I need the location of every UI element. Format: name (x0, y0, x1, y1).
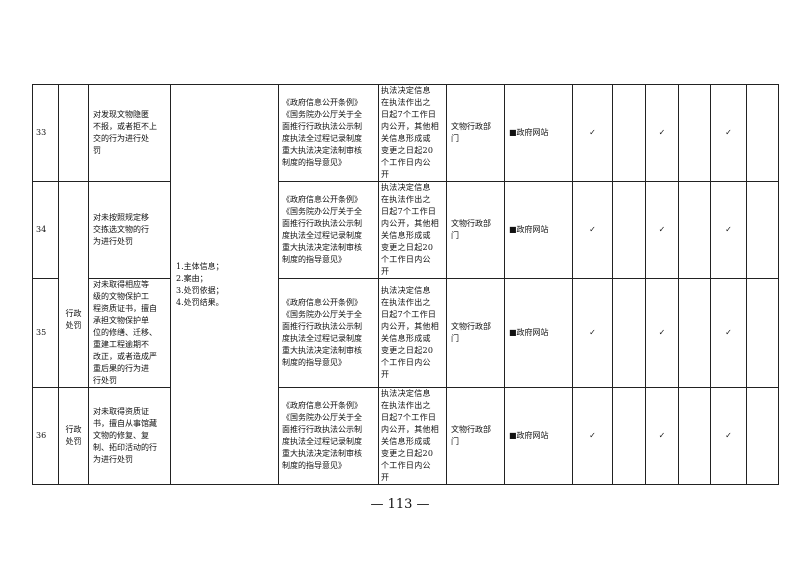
basis-cell: 《政府信息公开条例》《国务院办公厅关于全面推行行政执法公示制度执法全过程记录制度… (278, 278, 379, 388)
check-icon: ✓ (572, 181, 613, 279)
item-cell: 对未取得相应等级的文物保护工程资质证书，擅自承担文物保护单位的修缮、迁移、重建工… (88, 278, 171, 388)
item-cell: 对未取得资质证书，擅自从事馆藏文物的修复、复制、拓印活动的行为进行处罚 (88, 387, 171, 485)
table-row: 33 对发现文物隐匿不报，或者拒不上交的行为进行处罚 1.主体信息；2.案由；3… (32, 84, 779, 485)
basis-cell: 《政府信息公开条例》《国务院办公厅关于全面推行行政执法公示制度执法全过程记录制度… (278, 387, 379, 485)
row-number: 36 (32, 387, 59, 485)
basis-cell: 《政府信息公开条例》《国务院办公厅关于全面推行行政执法公示制度执法全过程记录制度… (278, 181, 379, 279)
empty-cell (612, 387, 646, 485)
table-row: 34 行政处罚 对未按照规定移交拣选文物的行为进行处罚 《政府信息公开条例》《国… (32, 181, 779, 388)
empty-cell (746, 181, 779, 279)
check-icon: ✓ (645, 84, 679, 182)
channel-cell: ■政府网站 (504, 181, 573, 279)
check-icon: ✓ (645, 278, 679, 388)
category-cell (58, 84, 89, 182)
empty-cell (746, 278, 779, 388)
check-icon: ✓ (645, 387, 679, 485)
check-icon: ✓ (710, 84, 747, 182)
merged-content-cell: 1.主体信息；2.案由；3.处罚依据；4.处罚结果。 (170, 84, 279, 485)
basis-cell: 《政府信息公开条例》《国务院办公厅关于全面推行行政执法公示制度执法全过程记录制度… (278, 84, 379, 182)
channel-cell: ■政府网站 (504, 84, 573, 182)
empty-cell (612, 278, 646, 388)
check-icon: ✓ (645, 181, 679, 279)
channel-cell: ■政府网站 (504, 278, 573, 388)
empty-cell (746, 84, 779, 182)
check-icon: ✓ (572, 278, 613, 388)
row-number: 35 (32, 278, 59, 388)
row-number: 33 (32, 84, 59, 182)
table-row: 35 对未取得相应等级的文物保护工程资质证书，擅自承担文物保护单位的修缮、迁移、… (32, 278, 779, 388)
item-cell: 对发现文物隐匿不报，或者拒不上交的行为进行处罚 (88, 84, 171, 182)
disclosure-table: 33 对发现文物隐匿不报，或者拒不上交的行为进行处罚 1.主体信息；2.案由；3… (32, 84, 779, 485)
department-cell: 文物行政部门 (446, 278, 505, 388)
row-number: 34 (32, 181, 59, 279)
check-icon: ✓ (710, 181, 747, 279)
page-number: — 113 — (370, 497, 430, 512)
table-row: 36 行政处罚 对未取得资质证书，擅自从事馆藏文物的修复、复制、拓印活动的行为进… (32, 387, 779, 485)
empty-cell (612, 84, 646, 182)
check-icon: ✓ (572, 84, 613, 182)
channel-cell: ■政府网站 (504, 387, 573, 485)
empty-cell (612, 181, 646, 279)
empty-cell (678, 387, 711, 485)
check-icon: ✓ (710, 278, 747, 388)
merged-category-cell: 行政处罚 (58, 181, 89, 388)
category-cell: 行政处罚 (58, 387, 89, 485)
empty-cell (678, 278, 711, 388)
empty-cell (678, 181, 711, 279)
department-cell: 文物行政部门 (446, 84, 505, 182)
empty-cell (746, 387, 779, 485)
empty-cell (678, 84, 711, 182)
check-icon: ✓ (710, 387, 747, 485)
department-cell: 文物行政部门 (446, 387, 505, 485)
check-icon: ✓ (572, 387, 613, 485)
item-cell: 对未按照规定移交拣选文物的行为进行处罚 (88, 181, 171, 279)
department-cell: 文物行政部门 (446, 181, 505, 279)
